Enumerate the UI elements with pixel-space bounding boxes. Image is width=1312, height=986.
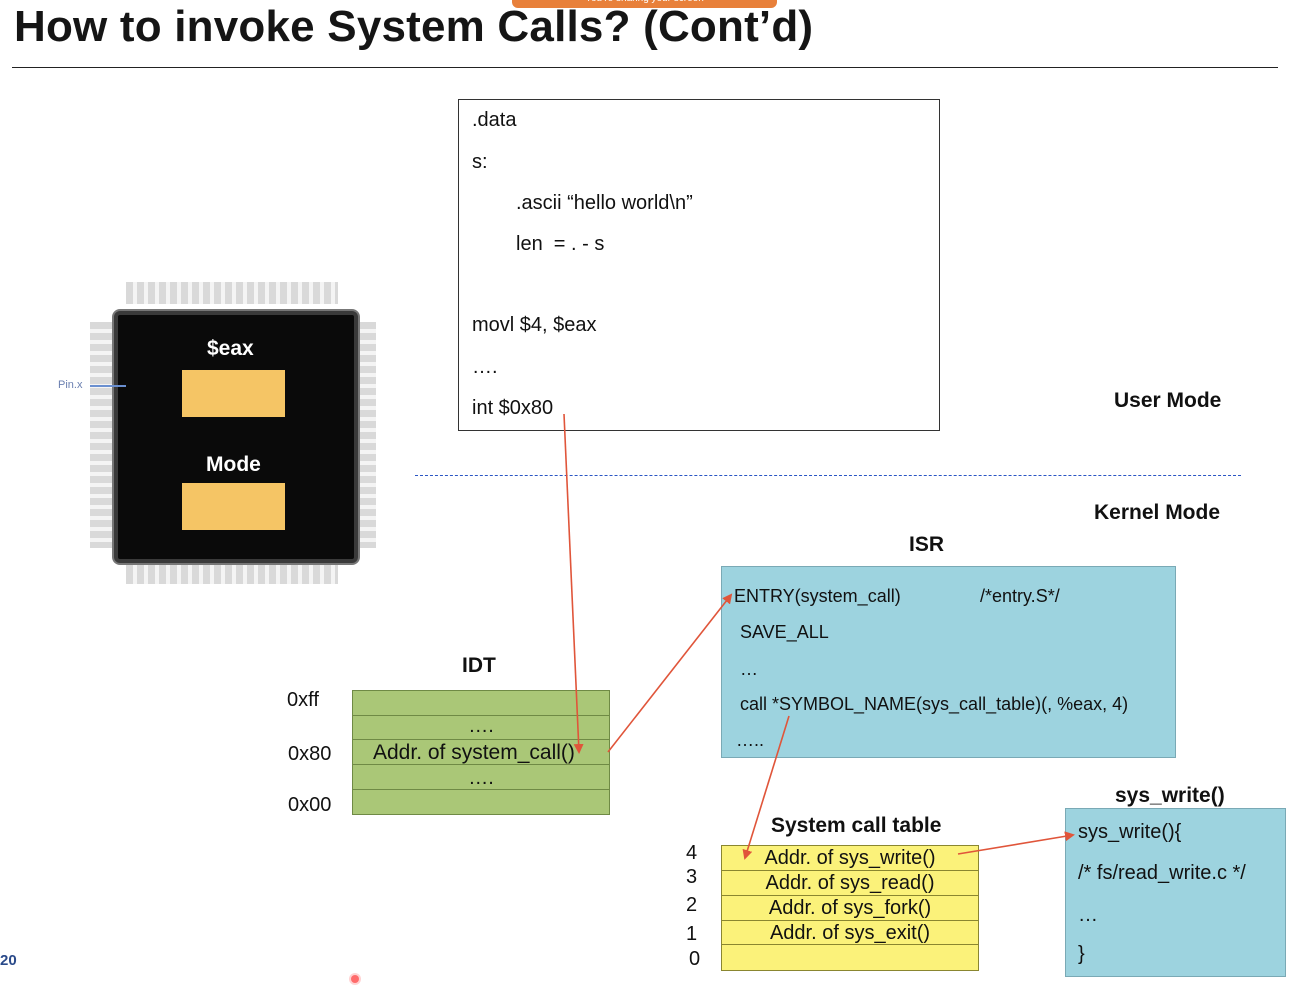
isr-line-ellipsis: …	[740, 659, 758, 679]
isr-box: ENTRY(system_call) /*entry.S*/ SAVE_ALL …	[721, 566, 1176, 758]
idt-addr-0x80: 0x80	[288, 743, 332, 765]
idt-row-ellipsis-top: ….	[468, 715, 494, 737]
idt-row-system-call: Addr. of system_call()	[373, 741, 575, 764]
syscall-entry-write: Addr. of sys_write()	[764, 847, 936, 869]
syscall-table-title: System call table	[771, 814, 942, 837]
syscall-row-divider	[722, 920, 978, 921]
idt-addr-0x00: 0x00	[288, 794, 332, 816]
isr-title: ISR	[909, 533, 945, 556]
code-line-len: len = . - s	[516, 233, 605, 255]
sys-write-box: sys_write(){ /* fs/read_write.c */ … }	[1065, 808, 1286, 977]
arrow-idt-to-isr	[607, 593, 733, 753]
syscall-entry-read: Addr. of sys_read()	[765, 872, 935, 894]
syscall-index-1: 1	[686, 923, 698, 945]
sys-write-line-signature: sys_write(){	[1078, 821, 1182, 843]
code-line-int: int $0x80	[472, 397, 554, 419]
arrow-isr-to-table	[742, 715, 790, 860]
code-line-movl: movl $4, $eax	[472, 314, 597, 336]
syscall-entry-exit: Addr. of sys_exit()	[769, 922, 931, 944]
code-line-data: .data	[472, 109, 517, 131]
isr-line-more: …..	[736, 730, 765, 750]
chip-pins-bottom	[126, 562, 338, 584]
idt-row-divider	[353, 789, 609, 790]
pointer-cursor	[351, 975, 359, 983]
sys-write-line-close: }	[1078, 943, 1085, 965]
syscall-entry-fork: Addr. of sys_fork()	[768, 897, 932, 919]
idt-row-divider	[353, 715, 609, 716]
syscall-index-0: 0	[689, 948, 701, 970]
syscall-index-4: 4	[686, 842, 698, 864]
code-line-label: s:	[472, 151, 488, 173]
code-line-ascii: .ascii “hello world\n”	[516, 192, 693, 214]
arrow-table-to-syswrite	[957, 831, 1075, 855]
code-line-ellipsis: ….	[472, 356, 498, 378]
chip-pins-left	[90, 322, 112, 548]
pin-label: Pin.x	[58, 379, 83, 391]
isr-line-call: call *SYMBOL_NAME(sys_call_table)(, %eax…	[740, 694, 1129, 714]
syscall-index-3: 3	[686, 866, 698, 888]
syscall-table: Addr. of sys_write() Addr. of sys_read()…	[721, 845, 979, 971]
syscall-index-2: 2	[686, 894, 698, 916]
page-number: 20	[0, 952, 17, 969]
title-divider	[12, 67, 1278, 68]
kernel-mode-label: Kernel Mode	[1094, 501, 1221, 524]
isr-line-entry: ENTRY(system_call)	[734, 586, 901, 606]
chip-pins-top	[126, 282, 338, 304]
syscall-row-divider	[722, 895, 978, 896]
eax-register-label: $eax	[207, 337, 254, 360]
idt-row-divider	[353, 764, 609, 765]
syscall-row-divider	[722, 944, 978, 945]
user-mode-label: User Mode	[1114, 389, 1222, 412]
syscall-row-divider	[722, 870, 978, 871]
idt-title: IDT	[462, 654, 496, 677]
idt-table: …. Addr. of system_call() ….	[352, 690, 610, 815]
sys-write-line-comment: /* fs/read_write.c */	[1078, 862, 1246, 884]
idt-row-divider	[353, 739, 609, 740]
arrow-int-to-idt	[563, 413, 584, 754]
sys-write-title: sys_write()	[1115, 784, 1225, 807]
mode-register	[182, 483, 285, 530]
cpu-chip	[88, 280, 378, 586]
mode-boundary-line	[415, 475, 1241, 476]
isr-line-comment: /*entry.S*/	[980, 586, 1060, 606]
sys-write-line-ellipsis: …	[1078, 904, 1098, 926]
idt-row-ellipsis-bottom: ….	[468, 767, 494, 789]
isr-line-saveall: SAVE_ALL	[740, 622, 829, 642]
assembly-code-box: .data s: .ascii “hello world\n” len = . …	[458, 99, 940, 431]
idt-addr-0xff: 0xff	[287, 689, 319, 711]
eax-register	[182, 370, 285, 417]
slide-title: How to invoke System Calls? (Cont’d)	[14, 2, 814, 51]
screen-share-banner[interactable]: You’re sharing your screen	[512, 0, 777, 8]
pin-line	[90, 385, 126, 387]
mode-register-label: Mode	[206, 453, 261, 476]
chip-pins-right	[354, 322, 376, 548]
